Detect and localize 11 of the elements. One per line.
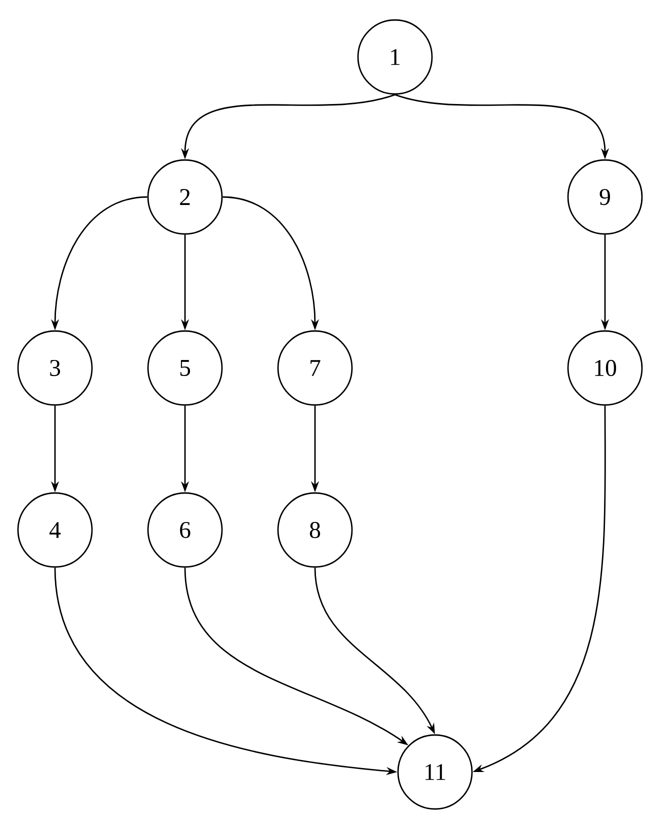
circle-node: 6 bbox=[147, 492, 223, 568]
circle-node: 10 bbox=[567, 330, 643, 406]
circle-node: 8 bbox=[277, 492, 353, 568]
circle-node: 5 bbox=[147, 330, 223, 406]
circle-node: 9 bbox=[567, 159, 643, 235]
circle-node: 4 bbox=[17, 492, 93, 568]
circle-node: 7 bbox=[277, 330, 353, 406]
circle-node: 1 bbox=[357, 19, 433, 95]
circle-node: 11 bbox=[397, 734, 473, 810]
circle-node: 2 bbox=[147, 159, 223, 235]
circle-node: 3 bbox=[17, 330, 93, 406]
